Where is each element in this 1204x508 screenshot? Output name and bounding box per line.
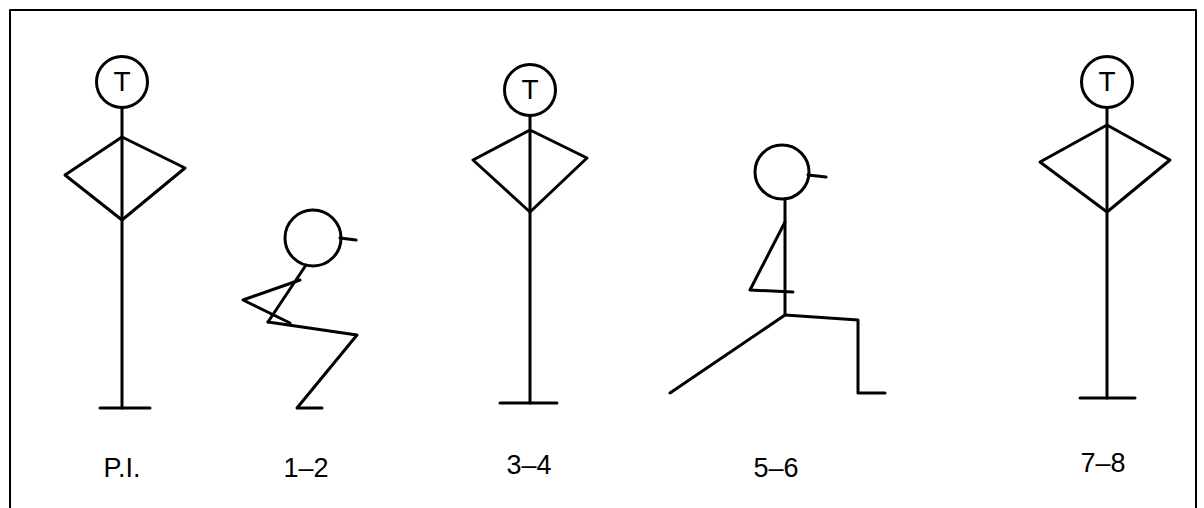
head-letter: T (1098, 68, 1115, 96)
squat-figure (243, 210, 357, 408)
lunge-figure (670, 145, 885, 393)
count-label: 7–8 (1080, 450, 1125, 477)
head-circle: T (95, 55, 149, 109)
head-letter: T (113, 68, 130, 96)
standing-figure (65, 109, 185, 408)
count-label: P.I. (103, 455, 140, 482)
standing-figure (473, 117, 587, 403)
count-label: 1–2 (283, 455, 328, 482)
count-label: 3–4 (506, 452, 551, 479)
head-circle: T (1080, 55, 1134, 109)
head-circle: T (503, 63, 557, 117)
standing-figure (1040, 109, 1170, 398)
frame (10, 10, 1196, 508)
head-letter: T (521, 76, 538, 104)
count-label: 5–6 (753, 455, 798, 482)
